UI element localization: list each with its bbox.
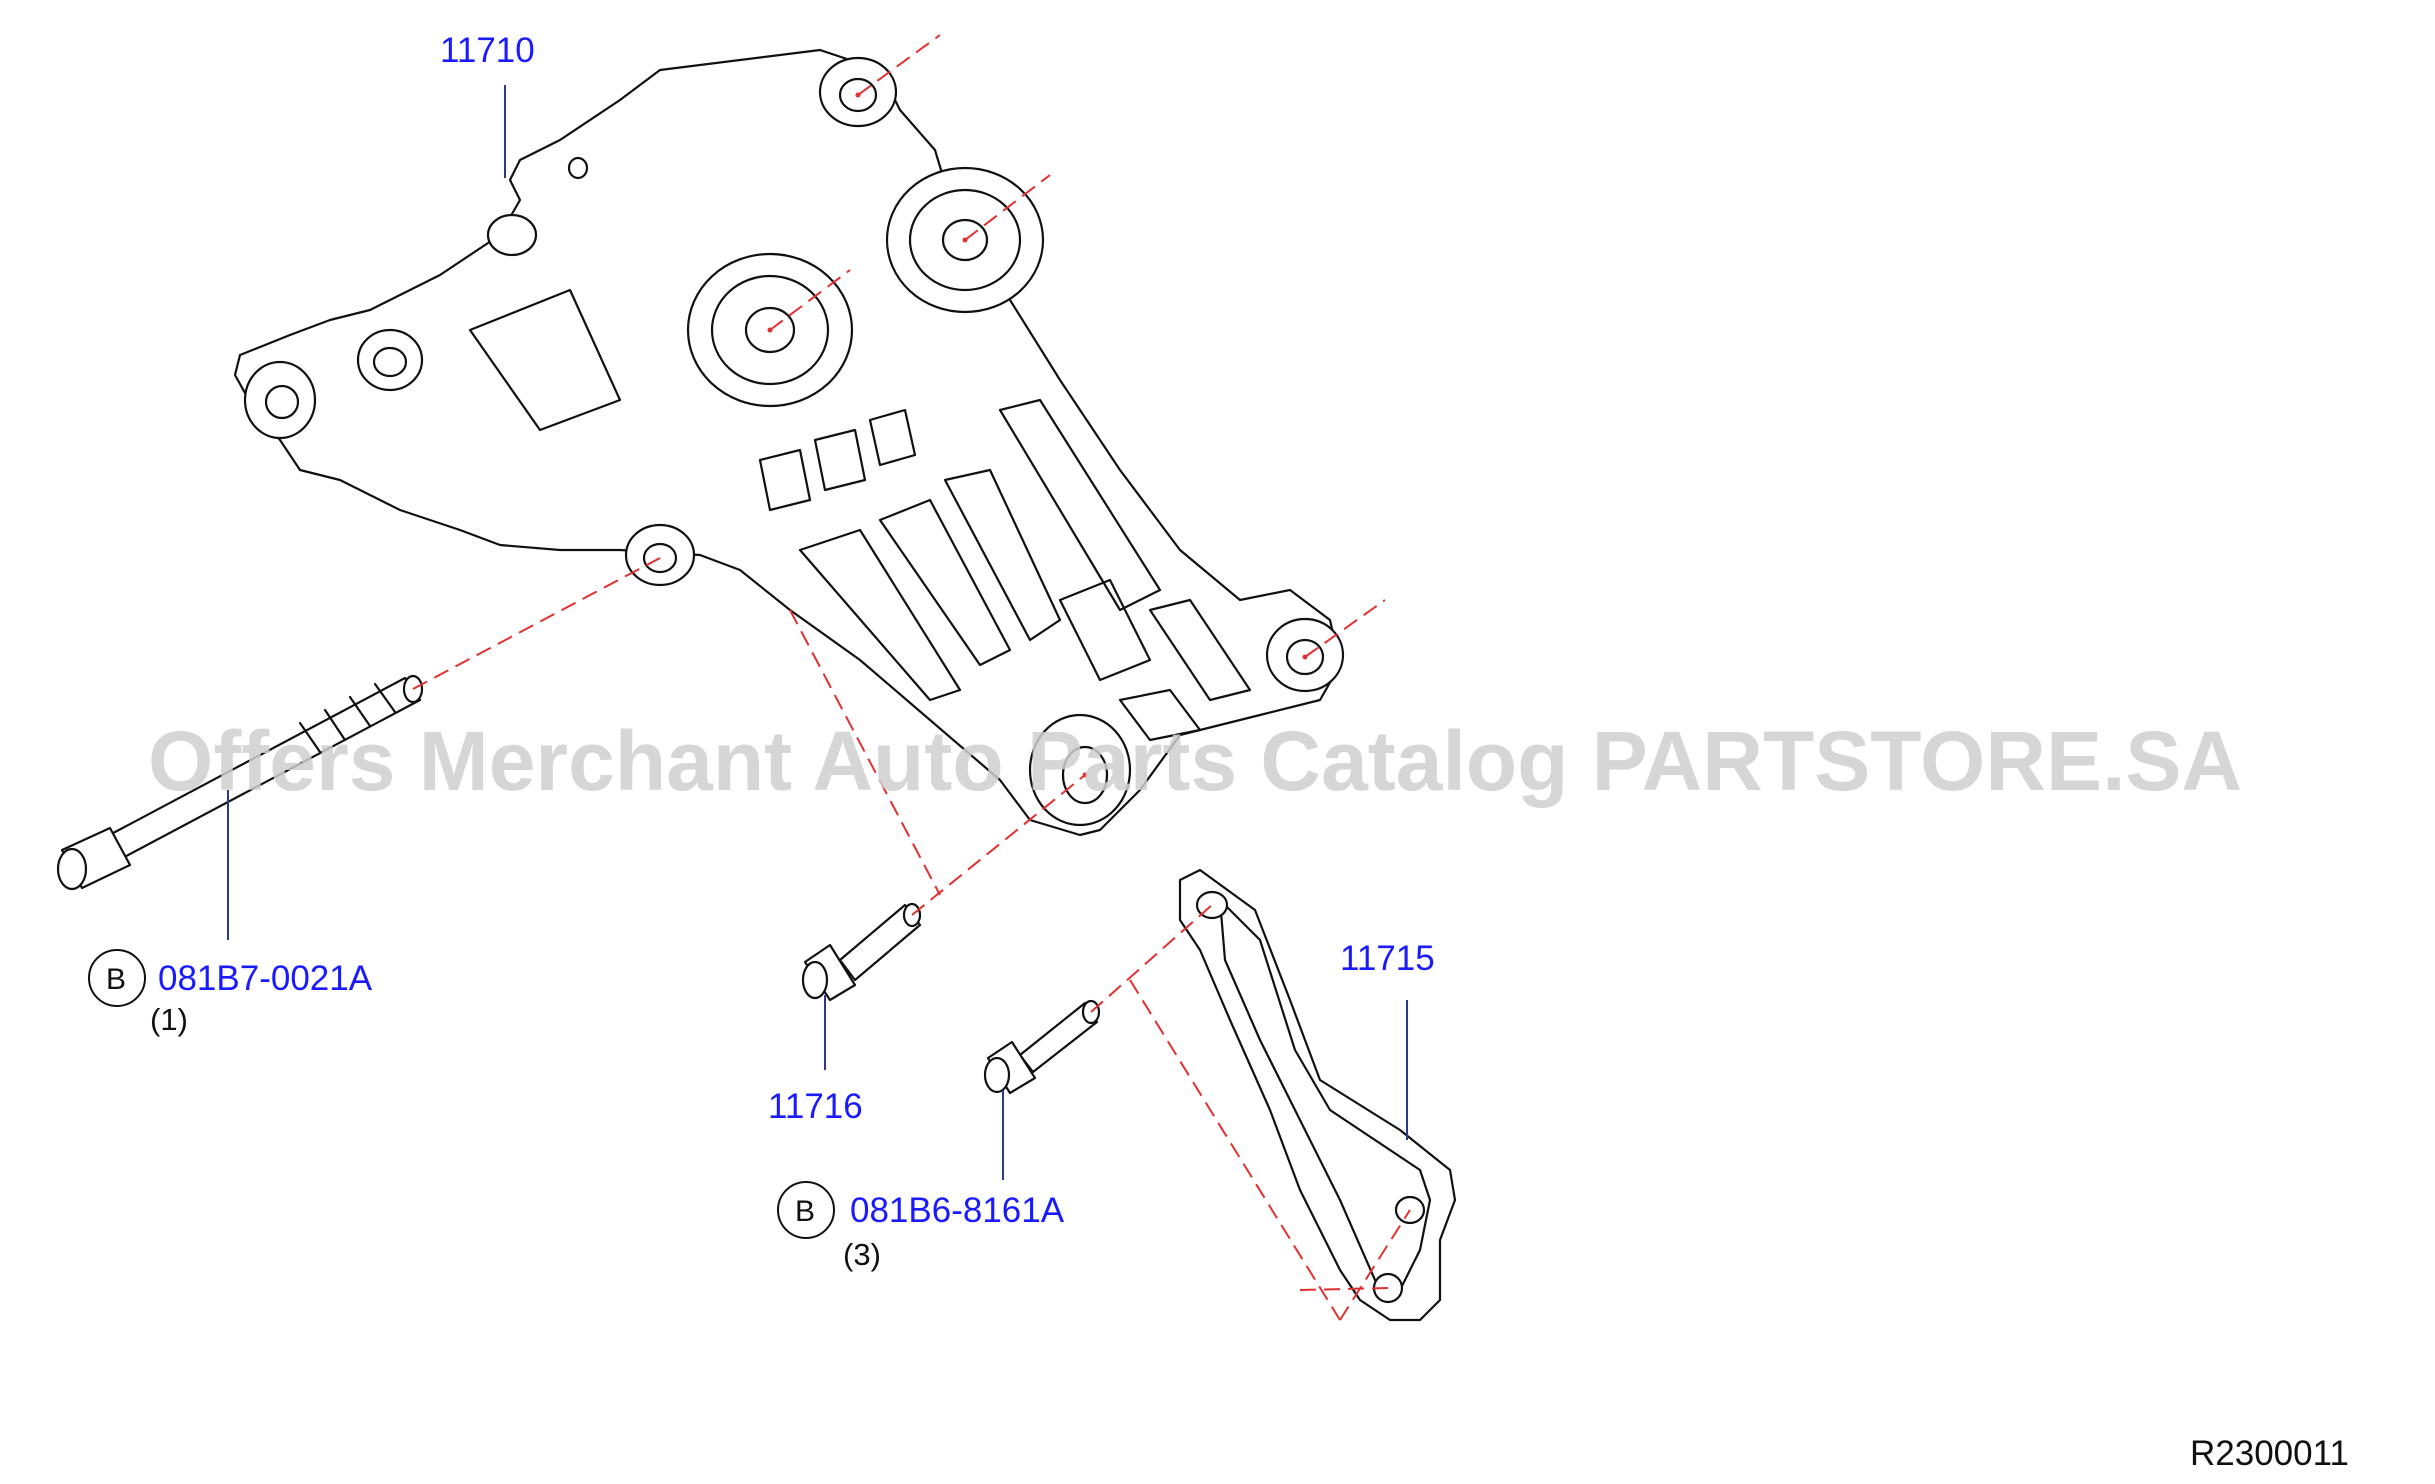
part-number-11710[interactable]: 11710 (440, 31, 535, 70)
part-number-081b7-0021a[interactable]: 081B7-0021A (158, 959, 373, 998)
callout-short-bolt[interactable]: B 081B6-8161A (3) (777, 1181, 1065, 1272)
leader-lines (227, 85, 1408, 1180)
callout-long-bolt[interactable]: B 081B7-0021A (1) (88, 949, 373, 1037)
badge-letter: B (795, 1195, 815, 1228)
assembly-center-lines (412, 34, 1411, 1321)
long-bolt-drawing[interactable] (56, 674, 424, 891)
badge-circle (88, 949, 146, 1007)
badge-letter: B (106, 963, 126, 996)
quantity-label: (1) (150, 1002, 188, 1037)
bracket-stay-drawing[interactable] (1178, 868, 1457, 1322)
watermark-text: Offers Merchant Auto Parts Catalog PARTS… (148, 714, 2242, 808)
part-number-11716[interactable]: 11716 (768, 1087, 863, 1126)
badge-circle (777, 1181, 835, 1239)
part-number-11715[interactable]: 11715 (1340, 939, 1435, 978)
flange-bolt-11716-drawing[interactable] (801, 902, 922, 1002)
diagram-reference-code: R2300011 (2190, 1434, 2349, 1473)
flange-bolt-081b6-drawing[interactable] (983, 999, 1101, 1095)
part-number-081b6-8161a[interactable]: 081B6-8161A (850, 1191, 1065, 1230)
quantity-label: (3) (843, 1237, 881, 1272)
